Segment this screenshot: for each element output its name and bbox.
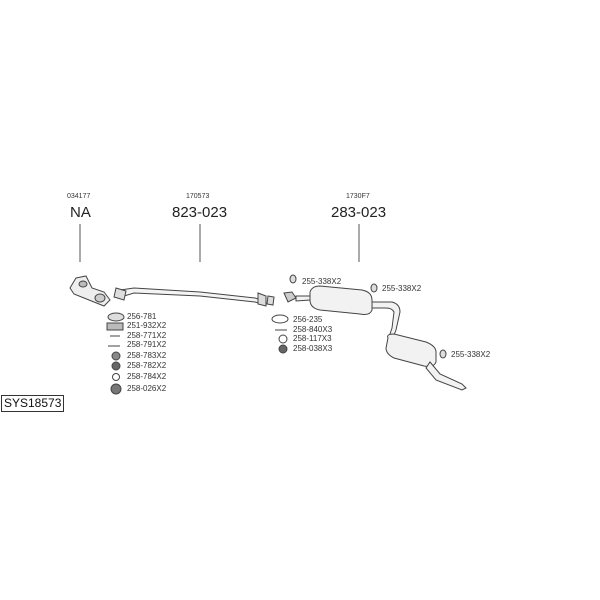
fitting-label[interactable]: 258-791X2 xyxy=(127,340,167,349)
system-id-badge: SYS18573 xyxy=(1,395,65,412)
assembly-ref: 170573 xyxy=(186,193,210,200)
silencer-assembly-drawing xyxy=(283,285,467,391)
hanger-label[interactable]: 255-338X2 xyxy=(451,350,491,359)
hanger-label[interactable]: 255-338X2 xyxy=(302,277,342,286)
front-pipe-drawing xyxy=(113,287,275,307)
hanger-icon xyxy=(289,274,297,284)
fitting-label[interactable]: 258-771X2 xyxy=(127,331,167,340)
assembly-ref: 1730F7 xyxy=(346,193,370,200)
exhaust-manifold-drawing xyxy=(69,275,111,307)
spring-icon xyxy=(106,322,124,331)
washer-icon xyxy=(278,334,288,344)
assembly-part-number[interactable]: 823-023 xyxy=(172,204,228,221)
nut-icon xyxy=(110,383,122,395)
gasket-icon xyxy=(107,312,125,322)
hanger-label[interactable]: 255-338X2 xyxy=(382,284,422,293)
fitting-label[interactable]: 256-781 xyxy=(127,312,157,321)
assembly-part-number[interactable]: NA xyxy=(70,204,91,221)
gasket-icon xyxy=(271,314,289,324)
assembly-part-number[interactable]: 283-023 xyxy=(331,204,387,221)
fitting-label[interactable]: 258-783X2 xyxy=(127,351,167,360)
fitting-label[interactable]: 251-932X2 xyxy=(127,321,167,330)
fitting-label[interactable]: 258-038X3 xyxy=(293,344,333,353)
fitting-label[interactable]: 258-782X2 xyxy=(127,361,167,370)
fitting-label[interactable]: 258-784X2 xyxy=(127,372,167,381)
fitting-label[interactable]: 258-117X3 xyxy=(293,334,332,343)
assembly-ref: 034177 xyxy=(67,193,91,200)
fitting-label[interactable]: 258-026X2 xyxy=(127,384,167,393)
hanger-icon xyxy=(439,349,447,359)
hanger-icon xyxy=(370,283,378,293)
nut-icon xyxy=(278,344,288,354)
nut-icon xyxy=(111,351,121,361)
nut-icon xyxy=(111,361,121,371)
fitting-label[interactable]: 258-840X3 xyxy=(293,325,333,334)
fitting-label[interactable]: 256-235 xyxy=(293,315,323,324)
washer-icon xyxy=(112,373,120,381)
